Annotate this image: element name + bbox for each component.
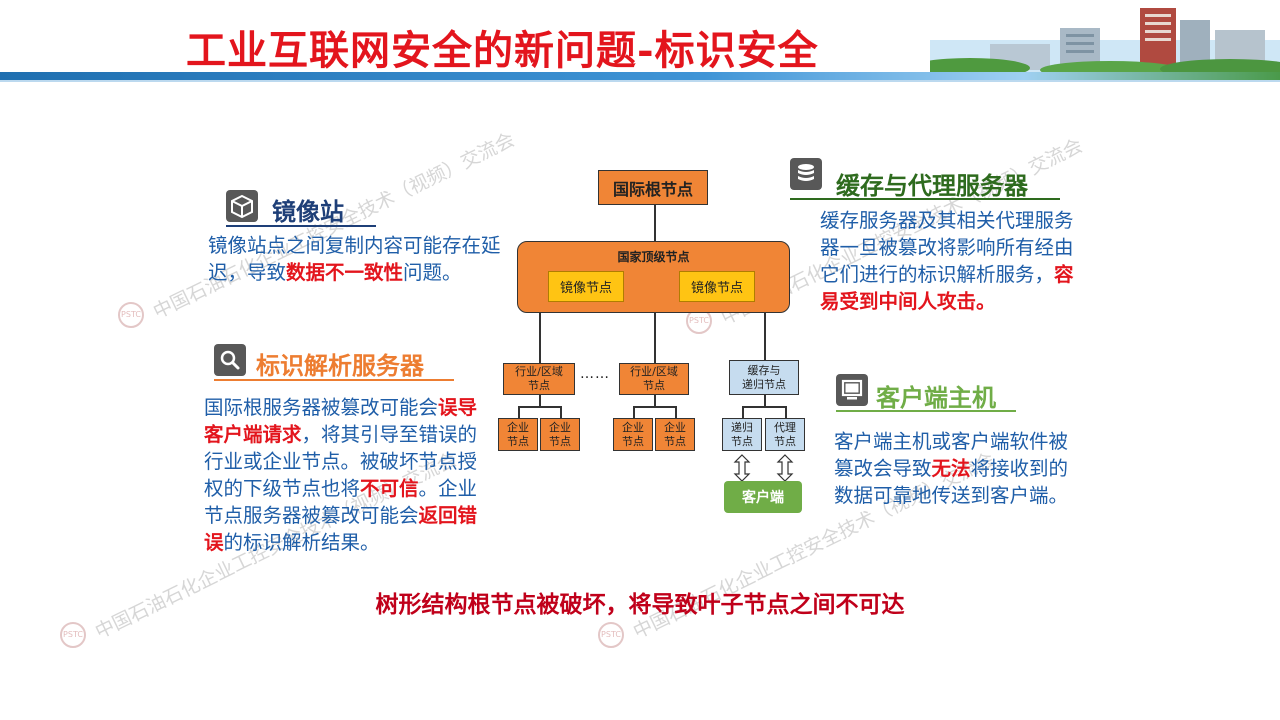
database-icon <box>790 158 822 190</box>
header-strip-light <box>0 80 1280 82</box>
section-underline <box>214 379 454 381</box>
node-enterprise-1: 企业 节点 <box>498 418 538 451</box>
connector-ent2 <box>560 406 562 418</box>
connector-top-industry1 <box>539 313 541 363</box>
node-industry-2: 行业/区域 节点 <box>619 363 689 395</box>
section-title-cache: 缓存与代理服务器 <box>836 172 1028 200</box>
watermark-logo: PSTC <box>598 622 624 648</box>
city-skyline-image <box>930 8 1280 74</box>
emphasis-text: 不可信 <box>360 477 419 500</box>
section-body-client: 客户端主机或客户端软件被篡改会导致无法将接收到的数据可靠地传送到客户端。 <box>834 428 1084 509</box>
connector-industry2-branch <box>633 406 676 408</box>
connector-root-top <box>654 205 656 241</box>
diagram-ellipsis: …… <box>580 366 610 382</box>
section-title-mirror: 镜像站 <box>272 198 344 226</box>
cube-icon <box>226 190 258 222</box>
section-underline <box>790 198 1060 200</box>
body-text-segment: 客户端主机或客户端软件被篡改会导致 <box>834 430 1069 480</box>
body-text-segment: 的标识解析结果。 <box>223 531 380 554</box>
connector-recursive <box>742 406 744 418</box>
node-mirror-1: 镜像节点 <box>548 271 624 302</box>
body-text-segment: 问题。 <box>403 261 462 284</box>
emphasis-text: 无法 <box>931 457 971 480</box>
connector-industry1-down <box>539 395 541 406</box>
watermark-logo: PSTC <box>60 622 86 648</box>
slide-title: 工业互联网安全的新问题-标识安全 <box>186 27 819 74</box>
body-text-segment: 将接收到的数据可靠地传送到客户端。 <box>834 457 1069 507</box>
connector-industry2-down <box>654 395 656 406</box>
double-arrow-icon <box>776 454 794 482</box>
connector-top-industry2 <box>654 313 656 363</box>
section-body-mirror: 镜像站点之间复制内容可能存在延迟，导致数据不一致性问题。 <box>208 232 504 286</box>
section-body-resolver: 国际根服务器被篡改可能会误导客户端请求，将其引导至错误的行业或企业节点。被破坏节… <box>204 394 492 556</box>
emphasis-text: 误导客户端请求 <box>204 396 478 446</box>
node-mirror-2: 镜像节点 <box>679 271 755 302</box>
node-client: 客户端 <box>724 481 802 513</box>
emphasis-text: 数据不一致性 <box>286 261 404 284</box>
connector-proxy <box>785 406 787 418</box>
node-root: 国际根节点 <box>598 170 708 205</box>
emphasis-text: 返回错误 <box>204 504 478 554</box>
section-title-client: 客户端主机 <box>876 384 996 412</box>
body-text-segment: 国际根服务器被篡改可能会 <box>204 396 439 419</box>
node-enterprise-4: 企业 节点 <box>655 418 695 451</box>
connector-top-cache <box>764 313 766 363</box>
body-text-segment: 镜像站点之间复制内容可能存在延迟，导致 <box>208 234 501 284</box>
monitor-icon <box>836 374 868 406</box>
connector-ent1 <box>518 406 520 418</box>
connector-ent3 <box>633 406 635 418</box>
connector-industry1-branch <box>518 406 561 408</box>
node-enterprise-2: 企业 节点 <box>540 418 580 451</box>
section-title-resolver: 标识解析服务器 <box>256 352 424 380</box>
node-industry-1: 行业/区域 节点 <box>503 363 575 395</box>
body-text-segment: 缓存服务器及其相关代理服务器一旦被篡改将影响所有经由它们进行的标识解析服务， <box>820 209 1074 286</box>
node-cache-recursive: 缓存与 递归节点 <box>729 360 799 395</box>
double-arrow-icon <box>733 454 751 482</box>
node-recursive: 递归 节点 <box>722 418 762 451</box>
watermark-logo: PSTC <box>118 302 144 328</box>
header-strip <box>0 72 1280 80</box>
section-underline <box>836 410 1016 412</box>
connector-cache-branch <box>742 406 786 408</box>
section-underline <box>226 225 376 227</box>
section-body-cache: 缓存服务器及其相关代理服务器一旦被篡改将影响所有经由它们进行的标识解析服务，容易… <box>820 207 1090 315</box>
emphasis-text: 容易受到中间人攻击。 <box>820 263 1074 313</box>
connector-ent4 <box>675 406 677 418</box>
node-proxy: 代理 节点 <box>765 418 805 451</box>
body-text-segment: ，将其引导至错误的行业或企业节点。被破坏节点授权的下级节点也将 <box>204 423 478 500</box>
node-enterprise-3: 企业 节点 <box>613 418 653 451</box>
bottom-statement: 树形结构根节点被破坏，将导致叶子节点之间不可达 <box>375 592 905 618</box>
connector-cache-down <box>764 395 766 406</box>
body-text-segment: 。企业节点服务器被篡改可能会 <box>204 477 478 527</box>
search-icon <box>214 344 246 376</box>
